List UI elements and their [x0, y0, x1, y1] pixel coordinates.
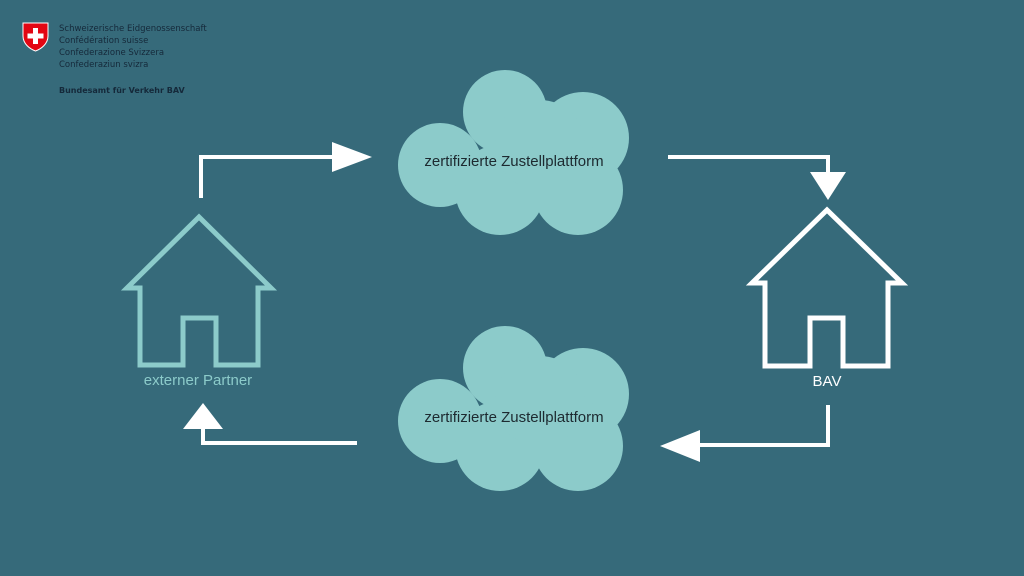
- arrowhead-up-icon: [183, 403, 223, 429]
- arrow-cloud-to-bav: [668, 155, 830, 175]
- arrow-partner-to-cloud: [199, 155, 335, 198]
- header-line: Confederaziun svizra: [59, 60, 149, 70]
- arrow-bav-to-cloud: [700, 405, 830, 447]
- bottom-cloud: zertifizierte Zustellplattform: [398, 326, 629, 491]
- arrow-cloud-to-partner: [201, 428, 357, 445]
- office-name: Bundesamt für Verkehr BAV: [59, 86, 185, 95]
- bottom-cloud-label: zertifizierte Zustellplattform: [424, 409, 603, 426]
- bav-label: BAV: [813, 373, 842, 390]
- swiss-coat-of-arms-icon: [22, 22, 49, 52]
- partner-house-icon: [120, 213, 278, 368]
- header-line: Confederazione Svizzera: [59, 48, 165, 58]
- bav-house-icon: [745, 206, 909, 369]
- arrowhead-left-icon: [660, 430, 700, 462]
- top-cloud: zertifizierte Zustellplattform: [398, 70, 629, 235]
- partner-label: externer Partner: [144, 372, 252, 389]
- header-line: Confédération suisse: [59, 36, 149, 46]
- arrowhead-right-icon: [332, 142, 372, 172]
- top-cloud-label: zertifizierte Zustellplattform: [424, 153, 603, 170]
- arrowhead-down-icon: [810, 172, 846, 200]
- header-line: Schweizerische Eidgenossenschaft: [59, 24, 207, 34]
